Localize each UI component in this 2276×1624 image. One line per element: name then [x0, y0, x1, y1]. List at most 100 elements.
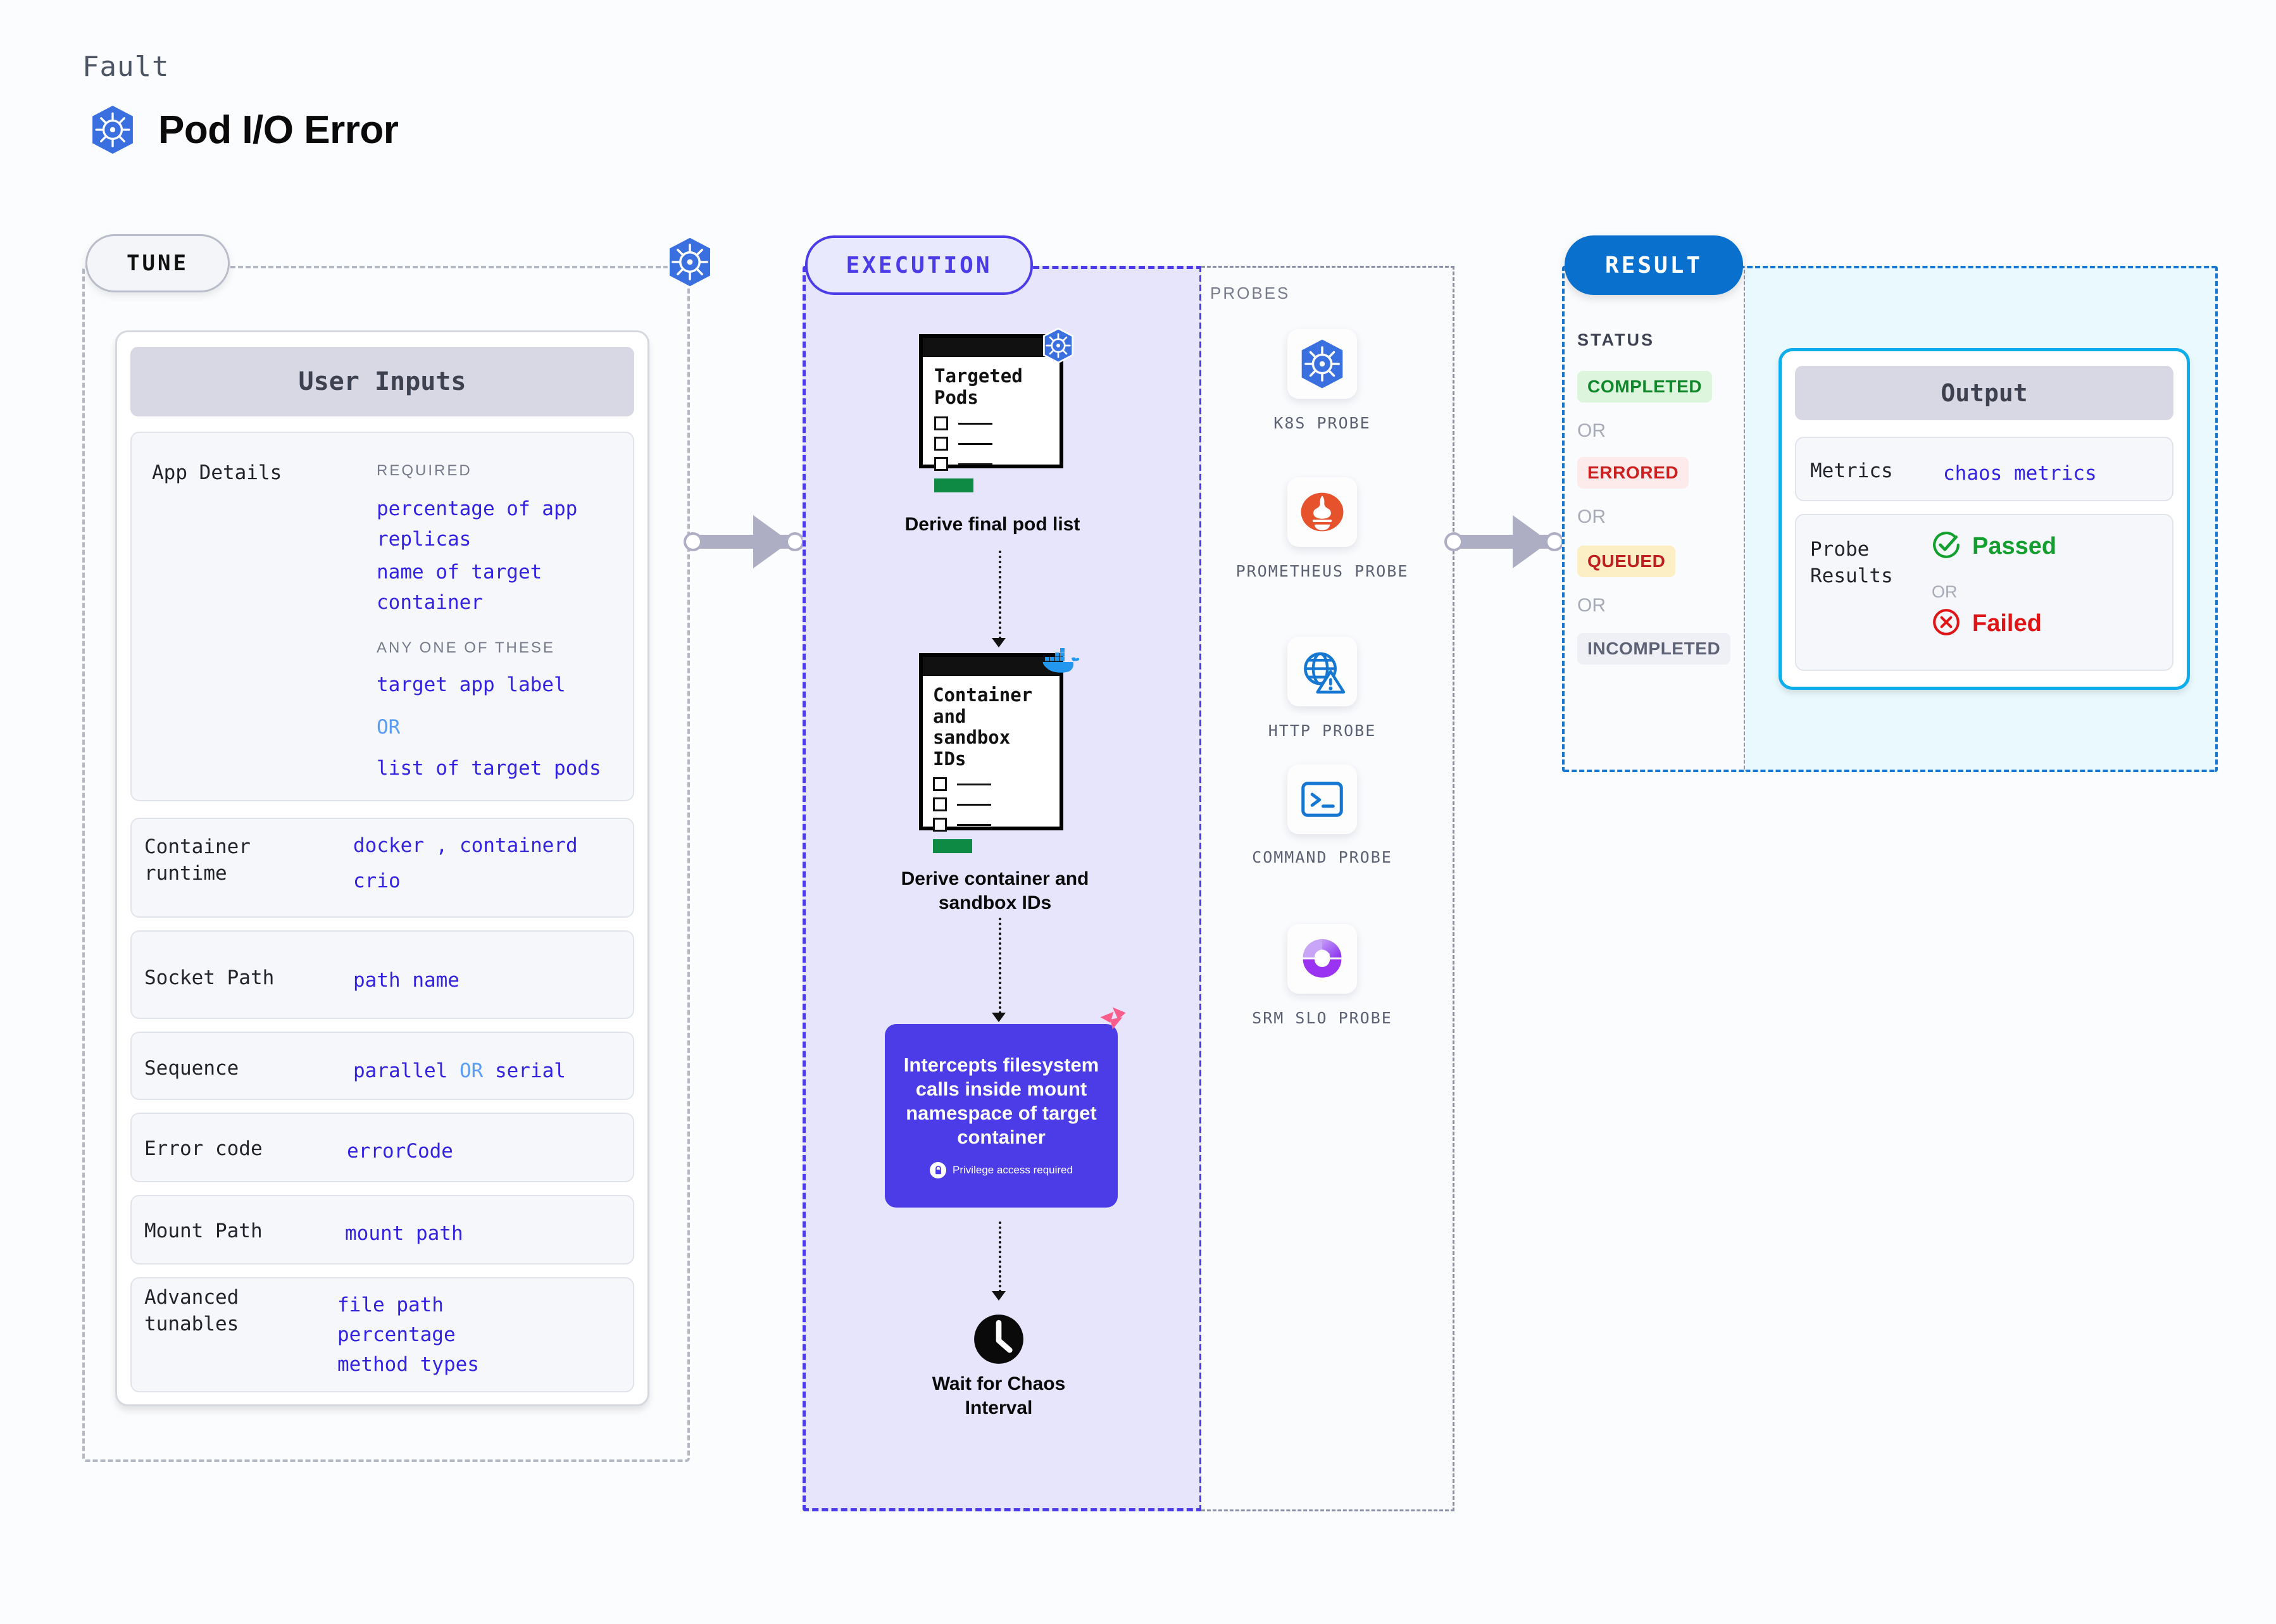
- status-title: STATUS: [1577, 330, 1654, 349]
- fault-action-text: Intercepts filesystem calls inside mount…: [903, 1054, 1099, 1148]
- check-circle-icon: [1932, 530, 1961, 563]
- container-sandbox-docker-icon: [1041, 644, 1080, 679]
- anyone-heading: ANY ONE OF THESE: [377, 639, 555, 656]
- tune-row-sequence-value-0: parallel OR serial: [353, 1056, 566, 1086]
- litmus-icon: [1094, 1005, 1129, 1044]
- tune-row-mount-path-label: Mount Path: [144, 1220, 263, 1242]
- tune-row-app-details-label: App Details: [152, 461, 282, 484]
- page-title: Pod I/O Error: [89, 104, 399, 155]
- required-value-0: percentage of app replicas: [377, 497, 578, 551]
- tune-row-error-code: [130, 1113, 634, 1182]
- probes-title: PROBES: [1210, 284, 1291, 303]
- kubernetes-icon: [1301, 339, 1343, 389]
- probe-tile-prometheus[interactable]: [1287, 477, 1357, 547]
- status-or-2: OR: [1577, 506, 1606, 527]
- required-value-1: name of target container: [377, 561, 542, 615]
- tune-panel: [82, 266, 690, 1462]
- tune-edge-kubernetes-icon: [665, 235, 715, 292]
- sequence-or: OR: [459, 1059, 484, 1082]
- sequence-serial: serial: [494, 1059, 566, 1082]
- output-row-probe-results: [1795, 514, 2173, 671]
- probe-tile-command[interactable]: [1287, 765, 1357, 834]
- privilege-note-text: Privilege access required: [953, 1163, 1073, 1176]
- page-title-text: Pod I/O Error: [158, 108, 399, 152]
- tune-row-advanced-tunables-value-0: file path: [337, 1294, 444, 1316]
- flow-arrowhead-1: [992, 638, 1006, 647]
- tune-row-mount-path: [130, 1195, 634, 1265]
- stage-badge-result-label: RESULT: [1604, 252, 1703, 278]
- tune-row-socket-path-label: Socket Path: [144, 966, 275, 989]
- probe-label-srm-slo: SRM SLO PROBE: [1252, 1009, 1392, 1027]
- tune-row-advanced-tunables: [130, 1277, 634, 1392]
- stage-badge-result[interactable]: RESULT: [1565, 235, 1743, 295]
- tune-row-container-runtime-value-0: docker , containerd: [353, 834, 578, 857]
- anyone-or-token: OR: [377, 716, 401, 739]
- fault-action-card: Intercepts filesystem calls inside mount…: [885, 1024, 1118, 1208]
- status-badge-completed: COMPLETED: [1577, 371, 1713, 403]
- flow-connector-3: [999, 1221, 1001, 1292]
- output-row-metrics-label: Metrics: [1810, 459, 1893, 482]
- step-caption-wait-chaos-interval: Wait for Chaos Interval: [932, 1373, 1066, 1418]
- probe-tile-k8s[interactable]: [1287, 329, 1357, 399]
- status-or-1: OR: [1577, 420, 1606, 441]
- tune-row-sequence-label: Sequence: [144, 1057, 239, 1080]
- http-globe-warning-icon: [1304, 652, 1346, 694]
- step-caption-derive-container-ids: Derive container and sandbox IDs: [901, 868, 1089, 913]
- flow-arrowhead-3: [992, 1291, 1006, 1301]
- output-row-probe-results-label: Probe Results: [1810, 538, 1893, 587]
- tune-row-mount-path-value-0: mount path: [345, 1222, 463, 1245]
- prometheus-icon: [1301, 492, 1344, 532]
- clock-icon: [965, 1305, 1033, 1377]
- probe-result-passed-text: Passed: [1972, 533, 2057, 559]
- probe-label-prometheus: PROMETHEUS PROBE: [1235, 562, 1409, 580]
- flow-arrowhead-2: [992, 1013, 1006, 1022]
- flow-connector-2: [999, 918, 1001, 1014]
- probe-result-failed: Failed: [1932, 608, 2042, 640]
- x-circle-icon: [1932, 608, 1961, 640]
- tune-row-advanced-tunables-label: Advanced tunables: [144, 1286, 239, 1335]
- tune-row-advanced-tunables-value-1: percentage: [337, 1323, 456, 1346]
- probe-tile-http[interactable]: [1287, 637, 1357, 706]
- anyone-value-1: list of target pods: [377, 757, 601, 780]
- tune-row-socket-path-value-0: path name: [353, 969, 460, 992]
- tune-row-sequence: [130, 1032, 634, 1100]
- probe-result-passed: Passed: [1932, 530, 2056, 563]
- lock-icon: [930, 1161, 947, 1178]
- stage-badge-execution-label: EXECUTION: [846, 252, 992, 278]
- sequence-parallel: parallel: [353, 1059, 448, 1082]
- probes-panel: [1201, 266, 1454, 1511]
- targeted-pods-kubernetes-icon: [1041, 327, 1075, 366]
- stage-badge-execution[interactable]: EXECUTION: [805, 235, 1033, 295]
- output-row-metrics: [1795, 437, 2173, 501]
- status-or-3: OR: [1577, 595, 1606, 616]
- stage-badge-tune[interactable]: TUNE: [85, 234, 230, 292]
- result-status-panel: [1562, 266, 1746, 772]
- srm-slo-icon: [1303, 939, 1342, 978]
- probe-result-failed-text: Failed: [1972, 610, 2042, 637]
- tune-row-container-runtime: [130, 818, 634, 918]
- status-badge-incompleted: INCOMPLETED: [1577, 633, 1731, 665]
- kubernetes-icon: [89, 104, 137, 155]
- tune-row-advanced-tunables-value-2: method types: [337, 1353, 479, 1376]
- tune-row-container-runtime-value-1: crio: [353, 870, 401, 892]
- privilege-note: Privilege access required: [930, 1161, 1073, 1178]
- probe-tile-srm-slo[interactable]: [1287, 924, 1357, 994]
- status-badge-errored: ERRORED: [1577, 457, 1689, 489]
- tune-row-error-code-value-0: errorCode: [347, 1140, 453, 1163]
- tune-row-app-details: [130, 432, 634, 801]
- tune-row-container-runtime-label: Container runtime: [144, 835, 251, 885]
- terminal-icon: [1301, 782, 1343, 817]
- tune-row-error-code-label: Error code: [144, 1137, 263, 1160]
- probe-label-http: HTTP PROBE: [1268, 721, 1377, 740]
- probe-result-or: OR: [1932, 582, 1958, 601]
- anyone-value-0: target app label: [377, 673, 566, 696]
- status-badge-queued: QUEUED: [1577, 546, 1676, 577]
- page-eyebrow: Fault: [82, 51, 170, 83]
- probe-label-k8s: K8S PROBE: [1273, 414, 1371, 432]
- probe-label-command: COMMAND PROBE: [1252, 848, 1392, 866]
- stage-badge-tune-label: TUNE: [127, 251, 189, 276]
